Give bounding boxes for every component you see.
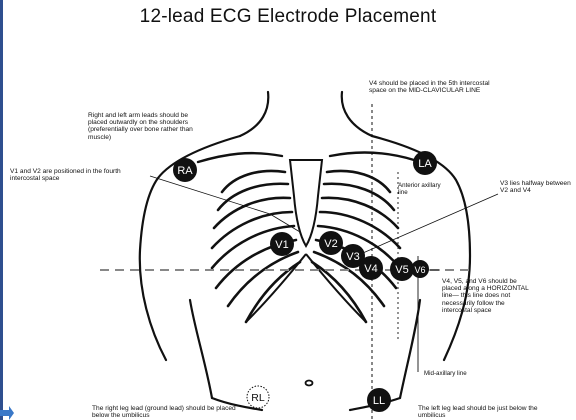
corner-arrow-icon (0, 406, 14, 420)
note-v3: V3 lies halfway between V2 and V4 (500, 180, 572, 194)
note-v4-placement: V4 should be placed in the 5th intercost… (369, 80, 491, 94)
electrode-la-label: LA (418, 158, 432, 170)
note-anterior-axillary: Anterior axillary line (398, 182, 444, 196)
electrode-v2-label: V2 (324, 238, 337, 250)
electrode-v5: V5 (390, 257, 414, 281)
electrode-ra: RA (173, 158, 197, 182)
electrode-rl-label: RL (251, 392, 265, 404)
note-mid-axillary: Mid-axillary line (424, 370, 504, 377)
electrode-ll-label: LL (373, 395, 385, 407)
note-arm-leads: Right and left arm leads should be place… (88, 112, 208, 141)
electrode-v3-label: V3 (346, 251, 359, 263)
electrode-la: LA (413, 151, 437, 175)
electrode-v4-label: V4 (364, 263, 377, 275)
electrode-v1-label: V1 (275, 239, 288, 251)
electrode-v6-label: V6 (414, 265, 425, 275)
electrode-v4: V4 (359, 256, 383, 280)
electrode-v1: V1 (270, 232, 294, 256)
note-v1-v2: V1 and V2 are positioned in the fourth i… (10, 168, 138, 182)
electrode-rl: RL (247, 386, 269, 408)
electrode-ra-label: RA (177, 165, 193, 177)
note-v4-v5-v6: V4, V5, and V6 should be placed along a … (442, 278, 530, 314)
electrode-v5-label: V5 (395, 264, 408, 276)
electrode-v2: V2 (319, 231, 343, 255)
electrode-ll: LL (367, 388, 391, 412)
umbilicus-mark (306, 381, 313, 386)
electrode-v6: V6 (411, 260, 429, 278)
sternum (290, 160, 322, 246)
note-right-leg: The right leg lead (ground lead) should … (92, 405, 242, 419)
note-left-leg: The left leg lead should be just below t… (418, 405, 558, 419)
